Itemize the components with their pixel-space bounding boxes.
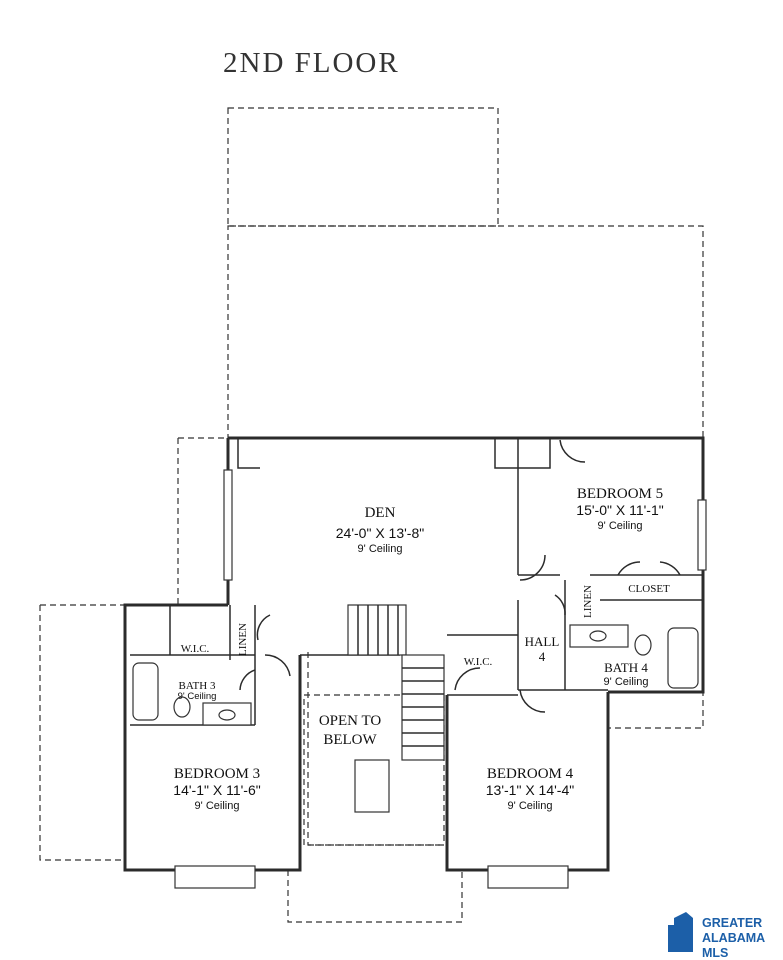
svg-text:BEDROOM 3: BEDROOM 3 xyxy=(174,766,260,782)
svg-text:GREATER: GREATER xyxy=(702,916,762,930)
floor-title: 2ND FLOOR xyxy=(223,47,400,79)
den-label: DEN 24'-0" X 13'-8" 9' Ceiling xyxy=(336,505,424,555)
interior-walls xyxy=(130,438,703,726)
svg-text:OPEN TO: OPEN TO xyxy=(319,713,382,729)
svg-text:BATH 4: BATH 4 xyxy=(604,660,648,675)
svg-text:BELOW: BELOW xyxy=(323,732,377,748)
svg-text:BEDROOM 5: BEDROOM 5 xyxy=(577,486,663,502)
wic-right-label: W.I.C. xyxy=(464,656,493,668)
svg-text:24'-0" X 13'-8": 24'-0" X 13'-8" xyxy=(336,525,424,541)
svg-text:4: 4 xyxy=(539,649,546,664)
svg-text:MLS: MLS xyxy=(702,946,728,960)
svg-text:9' Ceiling: 9' Ceiling xyxy=(358,543,403,555)
svg-text:9' Ceiling: 9' Ceiling xyxy=(178,691,217,702)
open-to-below-label: OPEN TO BELOW xyxy=(319,713,382,748)
svg-text:HALL: HALL xyxy=(525,634,560,649)
linen-left-label: LINEN xyxy=(237,623,249,656)
toilet-bath4 xyxy=(634,634,652,656)
bedroom3-label: BEDROOM 3 14'-1" X 11'-6" 9' Ceiling xyxy=(173,766,260,812)
bath3-label: BATH 3 9' Ceiling xyxy=(178,680,217,702)
staircase xyxy=(347,604,445,813)
svg-text:15'-0" X 11'-1": 15'-0" X 11'-1" xyxy=(576,502,663,518)
bedroom5-label: BEDROOM 5 15'-0" X 11'-1" 9' Ceiling xyxy=(576,486,663,532)
tub-bath3 xyxy=(132,662,159,721)
wic-left-label: W.I.C. xyxy=(181,643,210,655)
tub-bath4 xyxy=(667,627,699,689)
svg-text:14'-1" X 11'-6": 14'-1" X 11'-6" xyxy=(173,782,260,798)
closet-label: CLOSET xyxy=(628,583,670,595)
svg-text:9' Ceiling: 9' Ceiling xyxy=(598,520,643,532)
logo-state-icon xyxy=(668,912,693,952)
greater-alabama-mls-logo: GREATER ALABAMA MLS xyxy=(668,912,765,960)
linen-right-label: LINEN xyxy=(582,585,594,618)
bath-fixtures xyxy=(132,624,699,726)
svg-text:9' Ceiling: 9' Ceiling xyxy=(604,676,649,688)
bath4-label: BATH 4 9' Ceiling xyxy=(604,660,649,688)
hall4-label: HALL 4 xyxy=(525,634,560,664)
toilet-bath3 xyxy=(173,696,191,718)
svg-text:BATH 3: BATH 3 xyxy=(179,680,216,692)
svg-text:9' Ceiling: 9' Ceiling xyxy=(508,800,553,812)
svg-text:9' Ceiling: 9' Ceiling xyxy=(195,800,240,812)
bedroom4-label: BEDROOM 4 13'-1" X 14'-4" 9' Ceiling xyxy=(486,766,574,812)
svg-text:BEDROOM 4: BEDROOM 4 xyxy=(487,766,574,782)
windows xyxy=(174,469,707,889)
svg-text:DEN: DEN xyxy=(365,505,396,521)
door-swings xyxy=(239,439,681,713)
svg-text:ALABAMA: ALABAMA xyxy=(702,931,765,945)
svg-text:13'-1" X 14'-4": 13'-1" X 14'-4" xyxy=(486,782,574,798)
